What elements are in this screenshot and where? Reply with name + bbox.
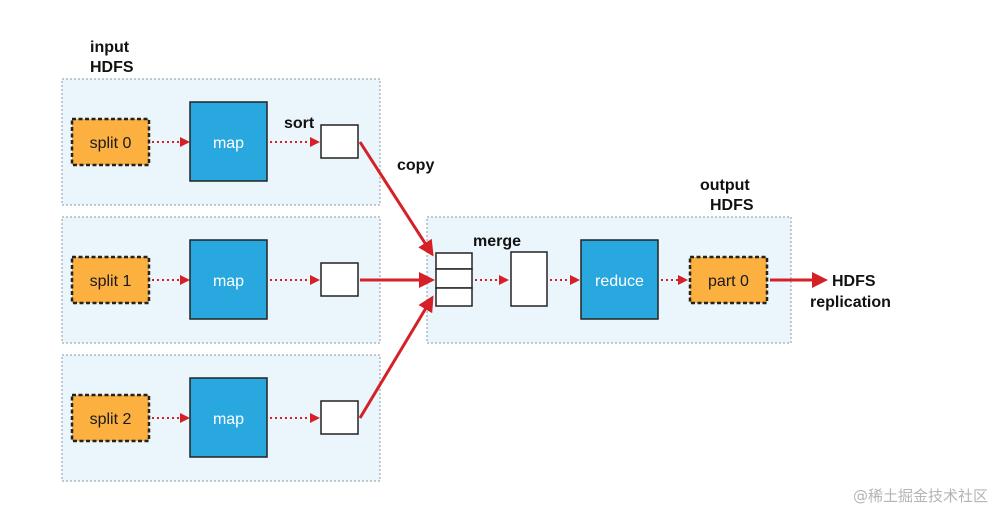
sort-label: sort xyxy=(284,115,315,132)
map-output-buffer xyxy=(320,262,359,297)
map-task-box xyxy=(189,239,268,320)
merged-buffer xyxy=(510,251,548,307)
input-split-box xyxy=(70,117,151,167)
map-task-label: map xyxy=(213,135,244,152)
copy-arrow-from-map-2 xyxy=(358,295,434,419)
merge-input-segment xyxy=(435,268,473,289)
map-task-label: map xyxy=(213,273,244,290)
input-split-label: split 0 xyxy=(90,135,132,152)
input-split-box xyxy=(70,393,151,443)
merge-label: merge xyxy=(473,233,521,250)
merge-input-segment xyxy=(435,287,473,307)
merge-input-segment xyxy=(435,252,473,270)
output-hdfs-label-line1: output xyxy=(700,177,750,194)
copy-label: copy xyxy=(397,157,434,174)
map-output-buffer xyxy=(320,400,359,435)
hdfs-replication-label-line2: replication xyxy=(810,294,891,311)
input-hdfs-label-line2: HDFS xyxy=(90,59,134,76)
output-part-box xyxy=(688,255,769,305)
reduce-task-label: reduce xyxy=(595,273,644,290)
map-task-label: map xyxy=(213,411,244,428)
input-split-label: split 1 xyxy=(90,273,132,290)
hdfs-replication-label-line1: HDFS xyxy=(832,273,876,290)
map-node-0: split 0 map xyxy=(61,78,381,206)
map-task-box xyxy=(189,377,268,458)
reduce-node: reduce part 0 xyxy=(426,216,792,344)
map-task-box xyxy=(189,101,268,182)
output-part-label: part 0 xyxy=(708,273,749,290)
input-split-box xyxy=(70,255,151,305)
output-hdfs-label-line2: HDFS xyxy=(710,197,754,214)
copy-arrow-from-map-0 xyxy=(358,141,434,257)
map-output-buffer xyxy=(320,124,359,159)
merge-input-stack xyxy=(435,252,473,307)
input-hdfs-label-line1: input xyxy=(90,39,130,56)
map-node-1: split 1 map xyxy=(61,216,381,344)
map-node-2: split 2 map xyxy=(61,354,381,482)
input-split-label: split 2 xyxy=(90,411,132,428)
watermark-text: @稀土掘金技术社区 xyxy=(853,487,988,505)
reduce-task-box xyxy=(580,239,659,320)
